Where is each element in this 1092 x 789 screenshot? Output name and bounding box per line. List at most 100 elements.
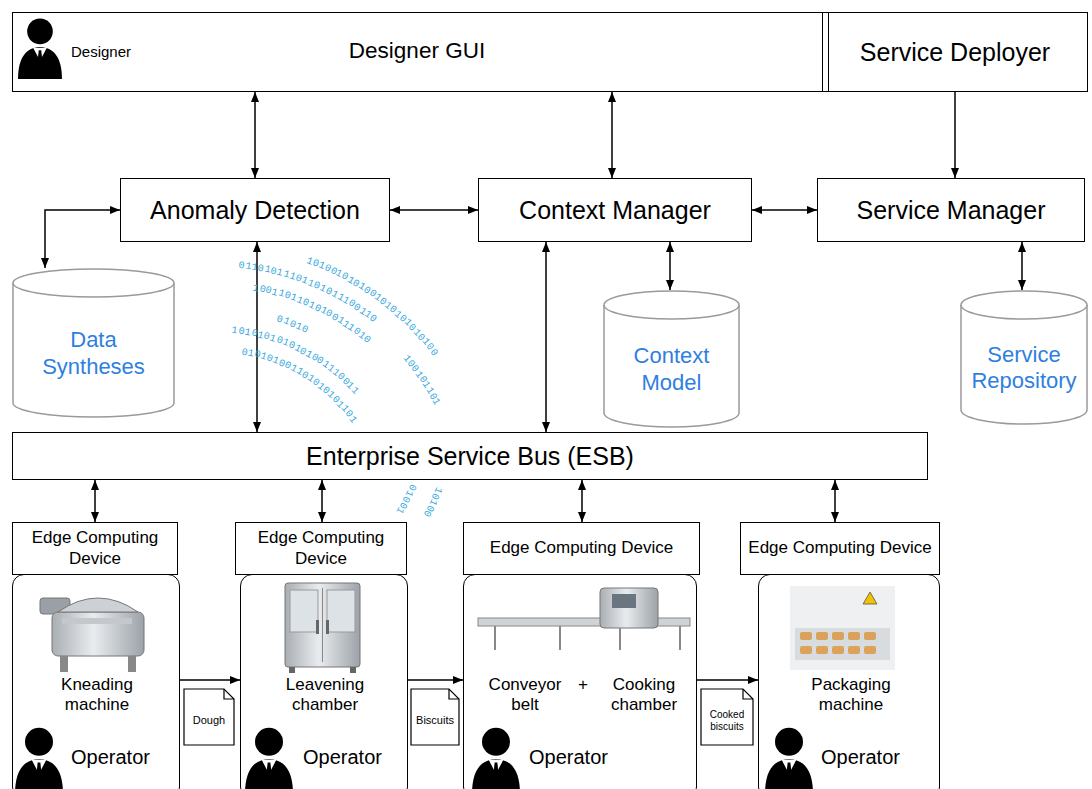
connector <box>408 679 463 681</box>
node-text: Context Manager <box>519 195 711 225</box>
document-fold <box>224 689 234 699</box>
node-text: Edge Computing Device <box>490 538 673 558</box>
drawing-part <box>832 632 844 640</box>
connector <box>94 480 96 522</box>
node-text: Dough <box>193 714 225 727</box>
drawing-part <box>350 667 356 673</box>
connector <box>254 92 256 178</box>
cylinder-body <box>961 291 1087 424</box>
drawing-part <box>864 632 876 640</box>
drawing-part <box>60 656 68 672</box>
connector <box>390 209 478 211</box>
drawing-part <box>612 594 636 608</box>
node-text: Cooking chamber <box>596 675 692 716</box>
drawing-part <box>494 626 496 650</box>
document-body <box>701 689 753 745</box>
binary-stream: 010101001101010101101 <box>239 346 359 427</box>
edge-device-box: Edge Computing Device <box>740 522 940 575</box>
cylinder-rim <box>604 305 739 319</box>
binary-stream: 01001 <box>393 480 417 517</box>
node-text: Edge Computing Device <box>748 538 931 558</box>
cylinder-body <box>604 291 739 427</box>
database-cylinder: Service Repository <box>960 290 1088 425</box>
kneading-machine-image <box>40 598 144 672</box>
designer-icon <box>18 19 62 79</box>
database-label: Data Syntheses <box>34 327 154 380</box>
machine-station: Leavening chamberOperator <box>240 574 408 789</box>
connector <box>954 92 956 178</box>
drawing-part <box>316 620 319 634</box>
document-body <box>411 689 459 745</box>
drawing-part <box>863 592 877 604</box>
operator-icon <box>245 728 293 789</box>
connector <box>321 480 323 522</box>
conveyor-cooking-image <box>478 588 690 650</box>
node-text: Cooked biscuits <box>702 709 752 733</box>
connector <box>180 679 240 681</box>
drawing-part <box>559 626 561 650</box>
connector <box>611 92 613 178</box>
machine-station: Packaging machineOperator <box>758 574 940 789</box>
drawing-part <box>832 646 844 654</box>
component-box: Anomaly Detection <box>120 178 390 242</box>
packaging-machine-image <box>790 586 895 670</box>
drawing-part <box>62 618 132 624</box>
drawing-part <box>848 646 860 654</box>
node-text: Edge Computing Device <box>242 528 400 569</box>
drawing-part <box>795 628 890 660</box>
connector <box>545 242 547 432</box>
deployer-box: Service Deployer <box>822 12 1088 92</box>
node-text: Kneading machine <box>42 675 152 716</box>
node-text: Operator <box>821 745 900 769</box>
connector <box>697 679 758 681</box>
database-cylinder: Context Model <box>603 290 740 428</box>
connector <box>45 210 120 268</box>
database-cylinder: Data Syntheses <box>12 268 175 418</box>
edge-device-box: Edge Computing Device <box>12 522 178 575</box>
leavening-chamber-image <box>285 583 360 673</box>
drawing-part <box>619 628 621 650</box>
document-shape: Biscuits <box>410 688 460 746</box>
document-body <box>184 689 234 745</box>
document-fold <box>449 689 459 699</box>
node-text: Anomaly Detection <box>150 195 360 225</box>
document-shape: Cooked biscuits <box>700 688 754 746</box>
drawing-part <box>128 656 136 672</box>
drawing-part <box>322 588 323 662</box>
node-text: Service Manager <box>857 195 1046 225</box>
operator-icon <box>15 728 63 789</box>
node-text: Operator <box>71 745 150 769</box>
document-shape: Dough <box>183 688 235 746</box>
machine-station: Kneading machineOperator <box>12 574 180 789</box>
document-fold <box>743 689 753 699</box>
drawing-part <box>326 620 329 634</box>
edge-device-box: Edge Computing Device <box>235 522 407 575</box>
drawing-part <box>285 583 360 667</box>
node-text: Conveyor belt <box>476 675 574 716</box>
node-text: Enterprise Service Bus (ESB) <box>306 441 634 471</box>
drawing-part <box>327 590 355 632</box>
component-box: Context Manager <box>478 178 752 242</box>
gui-bar: DesignerDesigner GUI <box>12 12 829 92</box>
binary-stream: 100101101 <box>401 352 442 409</box>
component-box: Service Manager <box>817 178 1085 242</box>
node-text: Designer <box>71 43 131 61</box>
drawing-part <box>800 632 812 640</box>
drawing-part <box>800 646 812 654</box>
connector <box>1021 242 1023 290</box>
node-text: Packaging machine <box>792 675 910 716</box>
drawing-part <box>864 646 876 654</box>
bus-bar: Enterprise Service Bus (ESB) <box>12 432 928 480</box>
database-label: Context Model <box>613 343 731 396</box>
operator-icon <box>765 728 813 789</box>
database-label: Service Repository <box>966 342 1082 395</box>
node-text: Designer GUI <box>13 37 821 64</box>
node-text: Operator <box>303 745 382 769</box>
cylinder-body <box>13 269 174 417</box>
drawing-part <box>679 626 681 650</box>
binary-stream: 01010 <box>274 313 310 337</box>
connector <box>752 209 817 211</box>
drawing-part <box>848 632 860 640</box>
